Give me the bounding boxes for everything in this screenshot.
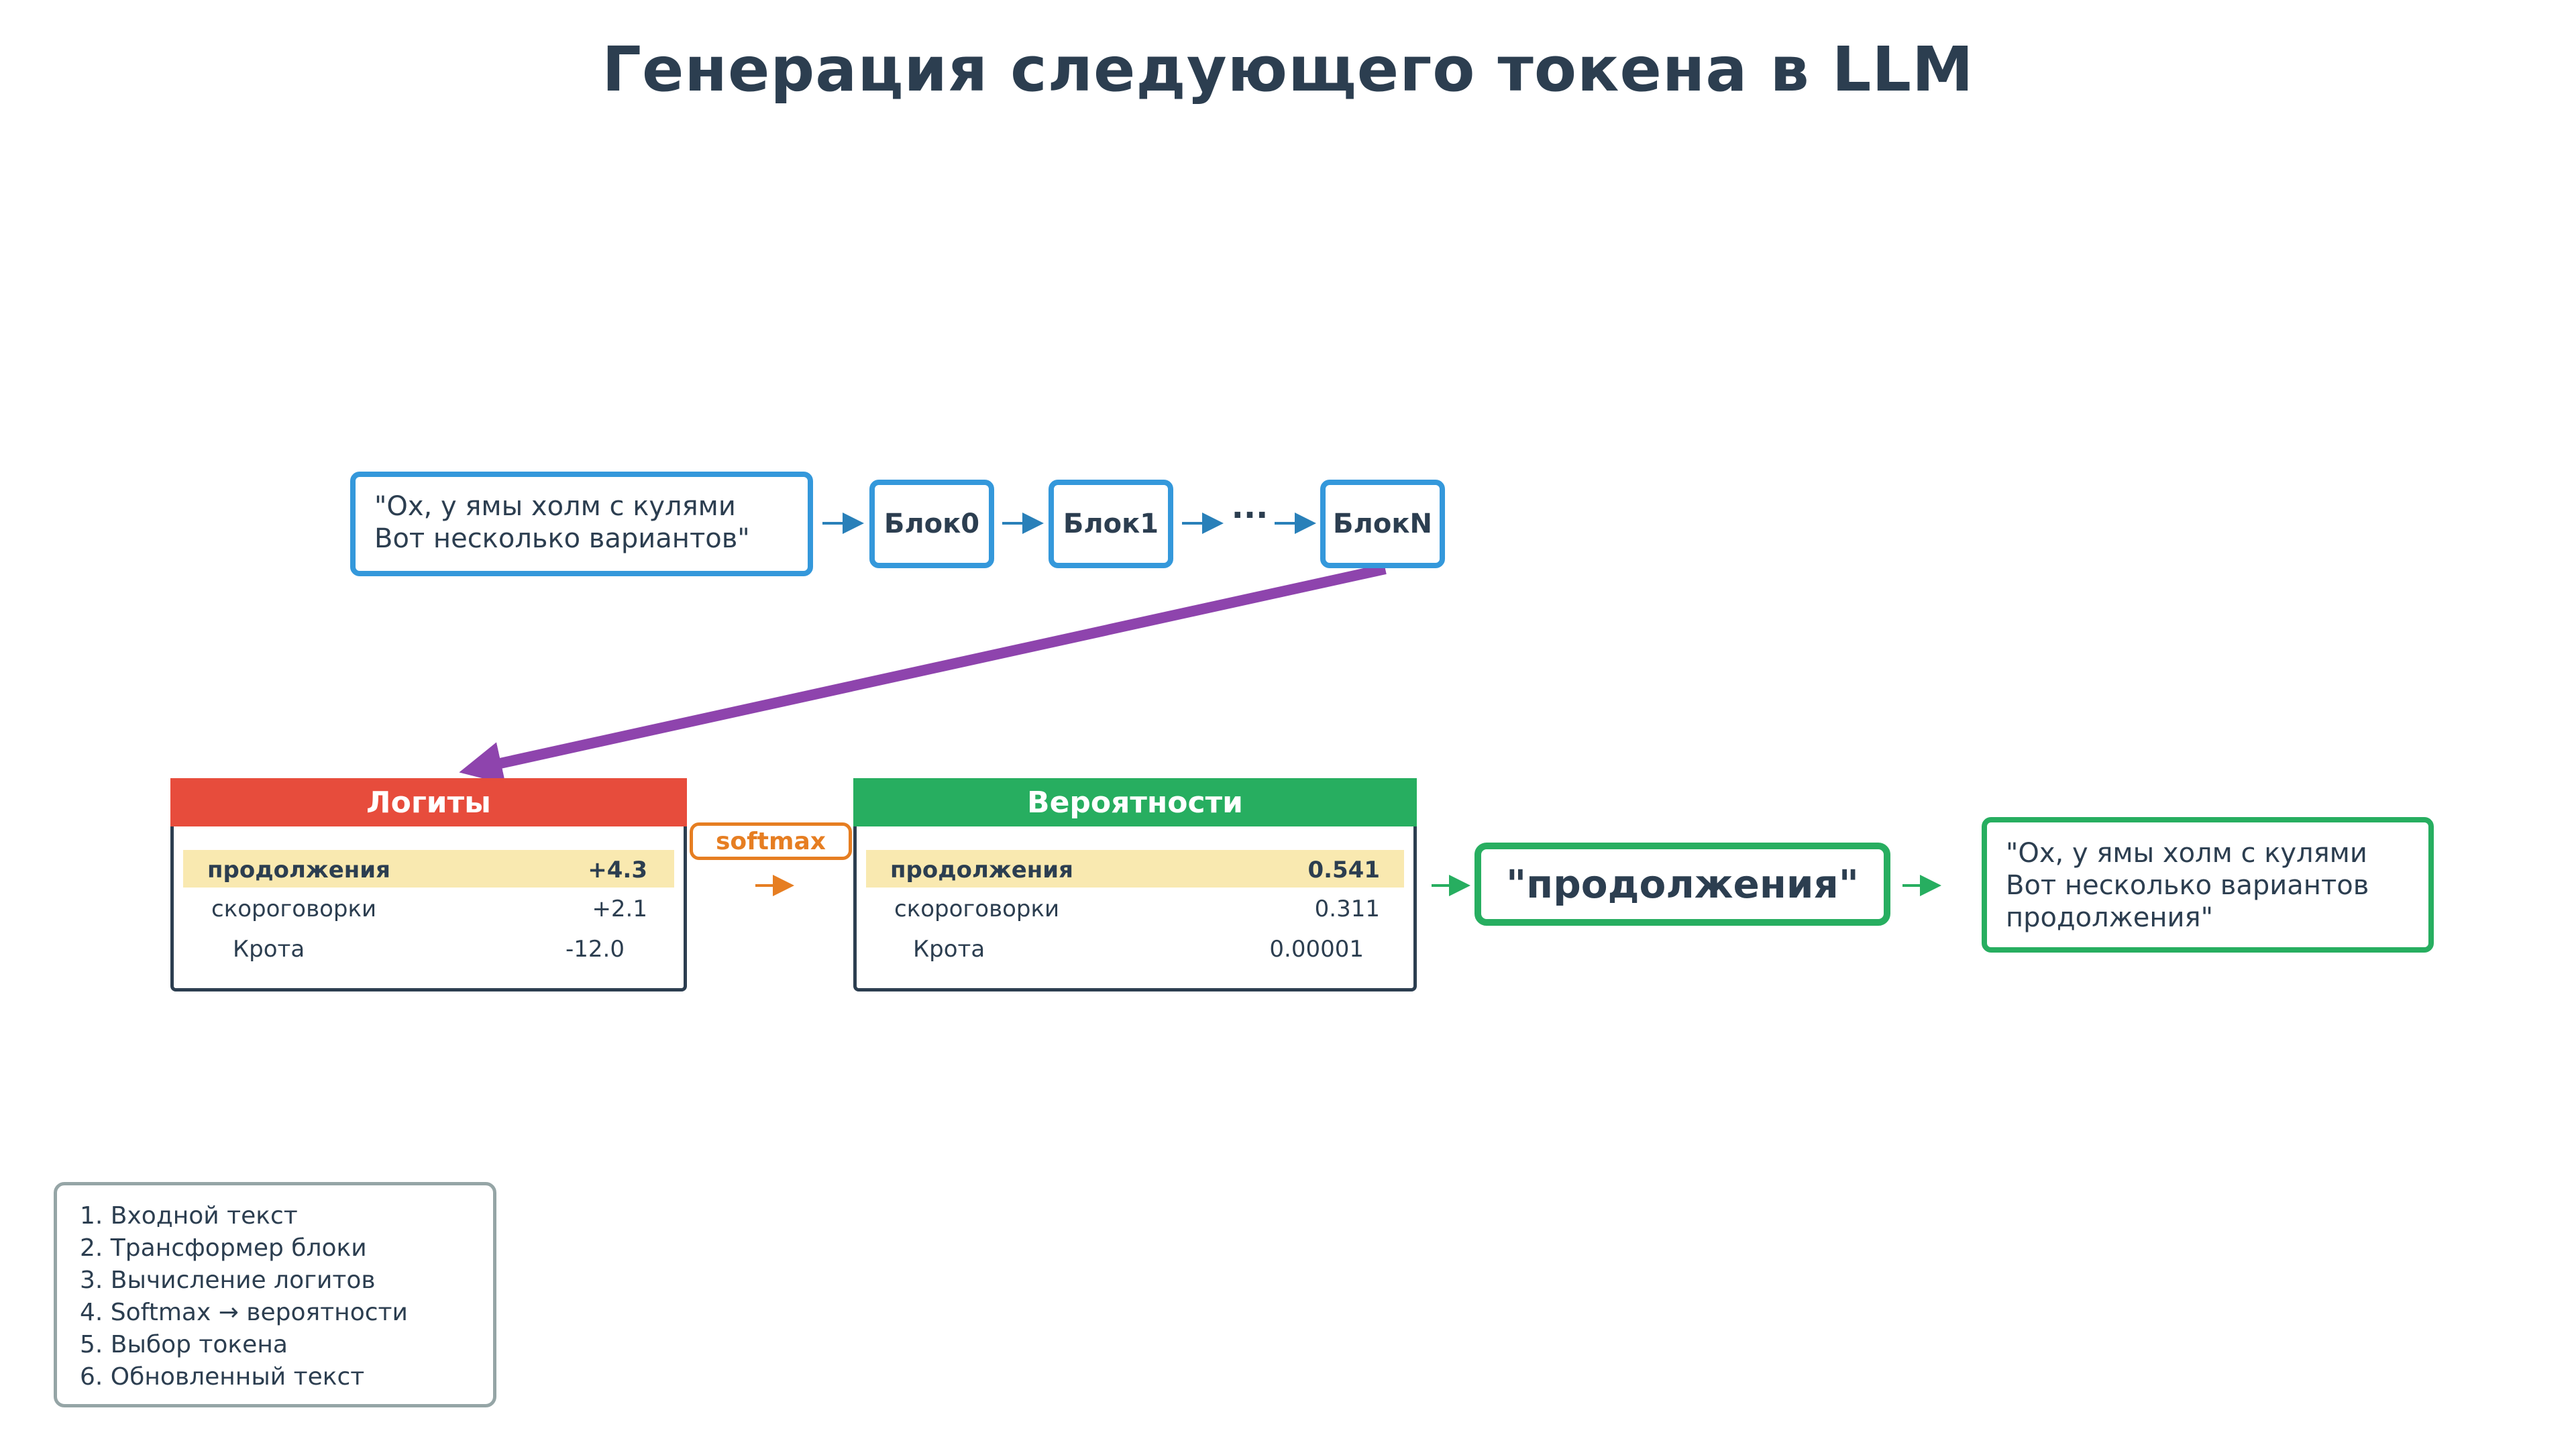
logits-panel: Логиты продолжения +4.3 скороговорки +2.… <box>170 778 687 991</box>
logits-row: Крота -12.0 <box>183 929 674 967</box>
legend-item: 3. Вычисление логитов <box>80 1267 376 1294</box>
token-label: продолжения <box>207 857 390 883</box>
probability-value: 0.541 <box>1307 857 1380 883</box>
input-text-line: "Ох, у ямы холм с кулями <box>374 491 736 522</box>
legend-box: 1. Входной текст 2. Трансформер блоки 3.… <box>54 1182 496 1407</box>
token-label: скороговорки <box>894 896 1060 922</box>
probability-value: 0.311 <box>1314 896 1380 922</box>
logits-header: Логиты <box>170 778 687 826</box>
legend-item: 2. Трансформер блоки <box>80 1234 367 1262</box>
transformer-block-n: БлокN <box>1320 480 1445 568</box>
input-text-box: "Ох, у ямы холм с кулями Вот несколько в… <box>350 472 813 576</box>
probabilities-panel: Вероятности продолжения 0.541 скороговор… <box>853 778 1417 991</box>
transformer-block-0: Блок0 <box>869 480 994 568</box>
input-text-line: Вот несколько вариантов" <box>374 523 750 554</box>
output-text-line: продолжения" <box>2006 902 2213 933</box>
probability-value: 0.00001 <box>1269 936 1364 963</box>
output-text-line: "Ох, у ямы холм с кулями <box>2006 838 2367 869</box>
legend-item: 5. Выбор токена <box>80 1331 288 1358</box>
selected-token: "продолжения" <box>1474 843 1890 926</box>
logit-value: +4.3 <box>588 857 647 883</box>
probability-row: Крота 0.00001 <box>866 929 1404 967</box>
logits-row: продолжения +4.3 <box>183 850 674 888</box>
logit-value: +2.1 <box>592 896 647 922</box>
ellipsis: ··· <box>1231 496 1269 534</box>
arrow-blockN-to-logits <box>459 564 1387 784</box>
token-label: скороговорки <box>211 896 377 922</box>
token-label: Крота <box>913 936 985 963</box>
legend-item: 6. Обновленный текст <box>80 1363 365 1391</box>
legend-item: 4. Softmax → вероятности <box>80 1299 408 1326</box>
probability-row: продолжения 0.541 <box>866 850 1404 888</box>
token-label: Крота <box>233 936 305 963</box>
logit-value: -12.0 <box>566 936 625 963</box>
logits-row: скороговорки +2.1 <box>183 889 674 926</box>
probabilities-header: Вероятности <box>853 778 1417 826</box>
output-text-box: "Ох, у ямы холм с кулями Вот несколько в… <box>1982 817 2434 953</box>
legend-item: 1. Входной текст <box>80 1202 298 1230</box>
page-title: Генерация следующего токена в LLM <box>602 34 1974 105</box>
softmax-label: softmax <box>690 822 852 860</box>
probability-row: скороговорки 0.311 <box>866 889 1404 926</box>
transformer-block-1: Блок1 <box>1049 480 1173 568</box>
token-label: продолжения <box>890 857 1073 883</box>
output-text-line: Вот несколько вариантов <box>2006 870 2369 901</box>
